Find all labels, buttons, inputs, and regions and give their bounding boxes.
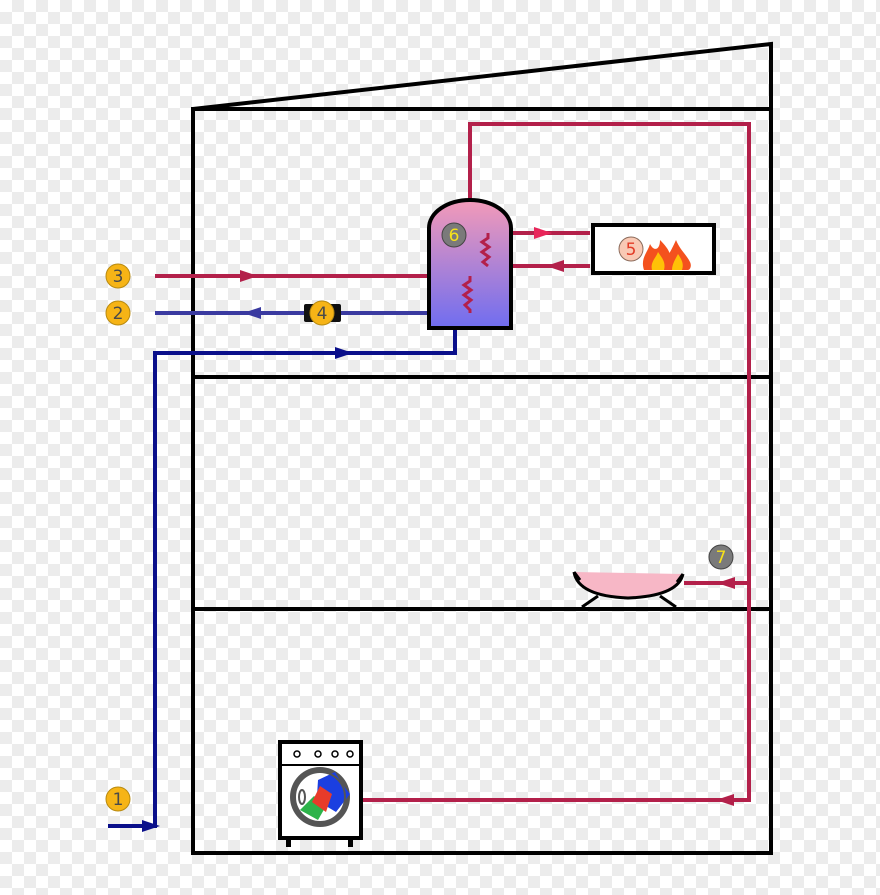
marker-4: 4 (309, 300, 335, 326)
cold-inlet-pipe (108, 330, 457, 828)
boiler-coil-icon (479, 233, 492, 268)
marker-4-label: 4 (317, 304, 328, 324)
marker-3: 3 (105, 263, 131, 289)
marker-2-label: 2 (113, 304, 124, 324)
cold-flow-arrows (142, 307, 353, 832)
marker-5: 5 (618, 236, 644, 262)
marker-3-label: 3 (113, 267, 124, 287)
return-arrow (243, 307, 261, 319)
marker-6: 6 (441, 222, 467, 248)
cold-feed-arrow (335, 347, 353, 359)
boiler-flow-arrow (534, 227, 552, 239)
roof-line (192, 41, 773, 111)
marker-7: 7 (708, 544, 734, 570)
marker-5-label: 5 (626, 240, 637, 260)
storage-tank (427, 198, 513, 330)
boiler (591, 223, 716, 275)
marker-1-label: 1 (113, 790, 124, 810)
marker-1: 1 (105, 786, 131, 812)
building-outline (191, 41, 773, 855)
hot-flow-arrows (240, 227, 735, 806)
boiler-return-arrow (546, 260, 564, 272)
basin (572, 571, 685, 609)
marker-7-label: 7 (716, 548, 727, 568)
inlet-arrow (142, 820, 160, 832)
hot-feed-arrow (240, 270, 258, 282)
washing-machine-icon (278, 740, 363, 847)
basin-arrow (717, 577, 735, 589)
marker-6-label: 6 (449, 226, 460, 246)
basin-bowl (572, 571, 685, 600)
marker-2: 2 (105, 300, 131, 326)
building-walls (191, 107, 773, 855)
heat-exchanger-coil-icon (461, 276, 474, 313)
hot-riser-pipe (362, 122, 751, 802)
flame-icon (642, 240, 691, 270)
washer-arrow (716, 794, 734, 806)
